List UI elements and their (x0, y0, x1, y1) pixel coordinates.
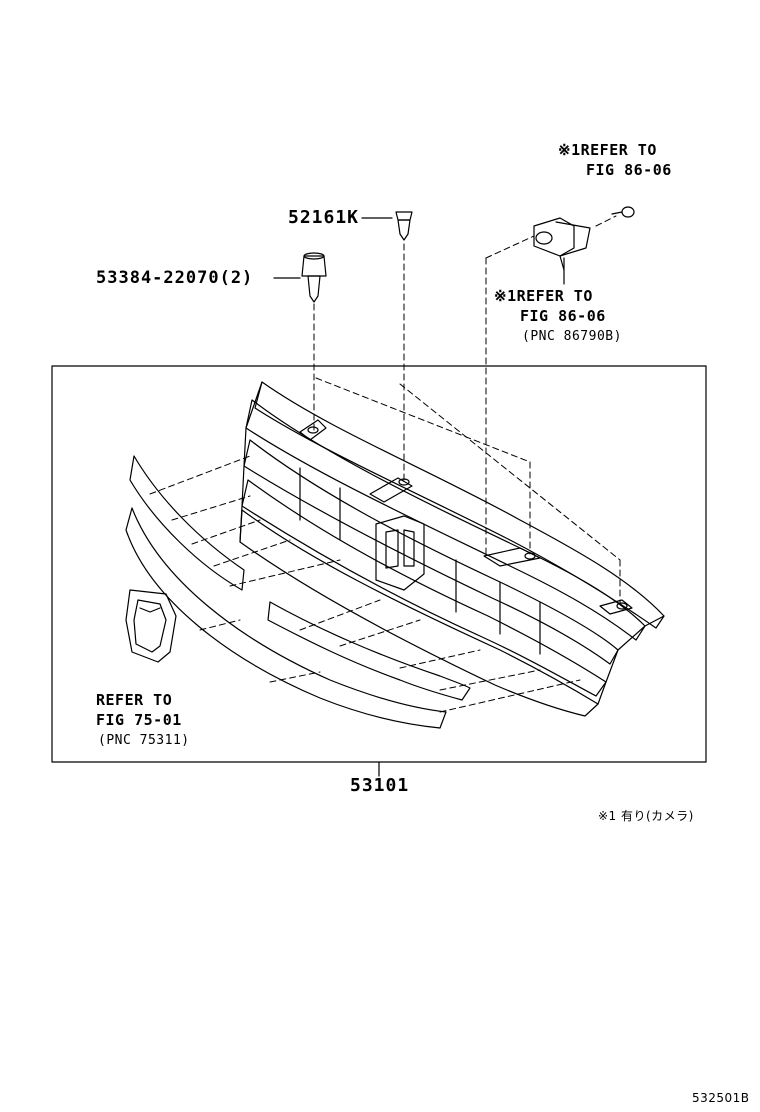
emblem-mount (375, 515, 425, 591)
label-emblem-ref-pnc: (PNC 75311) (98, 733, 190, 748)
label-camera-ref-side-pnc: (PNC 86790B) (522, 329, 622, 344)
assembly-frame (51, 365, 707, 763)
label-camera-ref-side-2: FIG 86-06 (520, 307, 606, 325)
label-emblem-ref-1: REFER TO (96, 691, 173, 709)
camera-bracket-icon (533, 217, 591, 271)
emblem (125, 589, 177, 663)
label-camera-ref-top-1: ※1REFER TO (558, 141, 657, 159)
screw-icon (611, 206, 635, 218)
lower-moulding (125, 507, 447, 729)
label-camera-ref-side-1: ※1REFER TO (494, 287, 593, 305)
label-53384: 53384-22070(2) (96, 268, 254, 288)
centre-moulding (267, 601, 471, 701)
leader-lines (273, 217, 565, 285)
label-camera-ref-top-2: FIG 86-06 (586, 161, 672, 179)
grille-body (239, 381, 665, 717)
footnote: ※1 有り(カメラ) (598, 809, 694, 823)
label-52161k: 52161K (288, 207, 360, 228)
upper-moulding (129, 455, 245, 591)
dashed-installation-lines (149, 215, 621, 713)
label-53101: 53101 (350, 775, 410, 796)
illustration-code: 532501B (692, 1091, 750, 1105)
clip-53384-icon (301, 252, 327, 303)
clip-52161k-icon (395, 211, 413, 241)
label-emblem-ref-2: FIG 75-01 (96, 711, 182, 729)
